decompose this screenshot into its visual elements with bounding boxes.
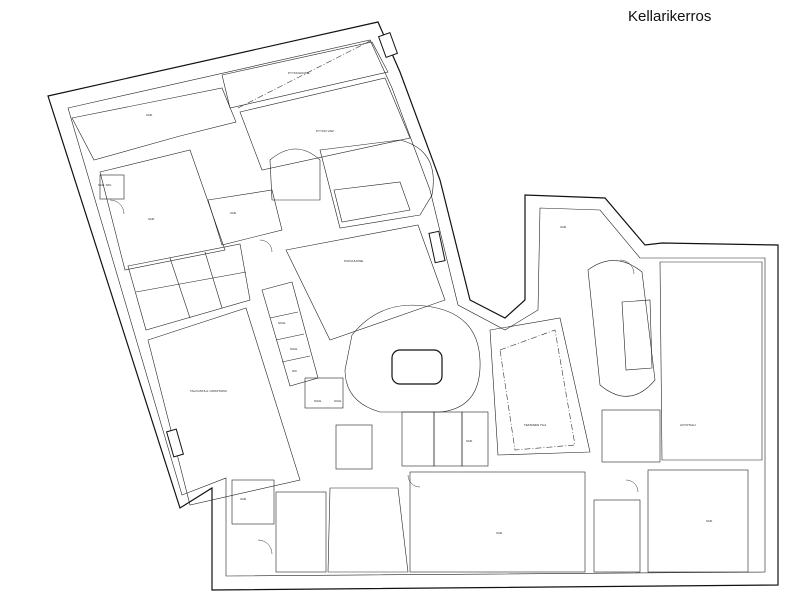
room-label-l12: SUIH.	[314, 399, 322, 403]
room-label-l2: PYYKKI VAR.	[316, 129, 335, 133]
wall-lockers-divider-2	[169, 257, 191, 319]
wall-var-left	[71, 87, 237, 161]
wall-shower-booth-1	[304, 377, 344, 409]
wall-showers-divider-1	[269, 311, 299, 319]
room-label-l9: SUIH.	[278, 321, 286, 325]
wall-stair-flight	[333, 181, 411, 223]
wall-technical-room	[489, 317, 591, 456]
wall-var-corridor	[207, 189, 283, 246]
wall-small-rooms	[601, 409, 661, 463]
window-left	[165, 428, 185, 458]
room-label-l7: PUKUHUONE	[344, 259, 363, 263]
room-label-l20: VAR.	[240, 497, 247, 501]
wall-small-room	[99, 174, 125, 200]
room-label-l11: WC	[292, 369, 298, 373]
wall-var-room-2	[461, 411, 489, 467]
wall-var-room	[99, 149, 226, 271]
inner-wall	[67, 39, 766, 577]
room-label-l10: SUIH.	[290, 347, 298, 351]
wall-var-bottom-1	[231, 479, 275, 525]
wall-var-bottom-3	[647, 469, 749, 573]
wall-wc-3	[433, 411, 463, 467]
outer-wall	[47, 21, 779, 591]
wall-bottom-room	[275, 491, 327, 573]
dash-line-top	[237, 39, 373, 109]
stair-well	[391, 349, 443, 385]
room-label-l8: TALOUSTILA / MONITOIMI	[190, 389, 227, 393]
window-right-1	[428, 230, 446, 264]
floor-plan-title: Kellarikerros	[628, 8, 712, 25]
wall-big-hall	[147, 307, 301, 506]
door-5	[407, 474, 421, 488]
wall-var-bottom-2	[593, 499, 641, 573]
door-3	[619, 259, 635, 275]
wall-garage	[659, 261, 763, 461]
wall-changing-room	[285, 224, 446, 341]
door-1	[109, 199, 125, 215]
wall-showers-divider-3	[281, 355, 311, 363]
door-6	[625, 479, 639, 493]
wall-spiral-stair	[344, 304, 481, 413]
window-top	[377, 31, 399, 59]
wall-right-stair	[587, 260, 656, 397]
room-label-l1: PYYKKIHUONE	[288, 71, 310, 75]
wall-lobby	[327, 487, 409, 573]
room-label-l4: VAR. SIIV.	[98, 183, 112, 187]
room-label-l13: SUIH.	[334, 399, 342, 403]
room-label-l14: VAR.	[466, 439, 473, 443]
wall-stair-flight-right	[621, 299, 653, 371]
wall-wc-1	[335, 424, 373, 470]
room-label-l17: AUTOTALLI	[680, 423, 696, 427]
wall-laundry-var	[239, 77, 411, 171]
wall-lockers	[127, 243, 251, 331]
wall-showers-divider-2	[275, 333, 305, 341]
wall-laundry	[221, 41, 389, 109]
room-label-l3: VAR.	[146, 113, 153, 117]
wall-lockers-divider-1	[135, 271, 247, 293]
door-2	[259, 239, 273, 253]
room-label-l16: VAR.	[560, 225, 567, 229]
wall-stair-top	[319, 139, 434, 229]
room-label-l19: VAR.	[706, 519, 713, 523]
wall-lockers-divider-3	[204, 251, 223, 309]
wall-big-var	[409, 471, 586, 573]
door-4	[257, 539, 273, 555]
room-label-l15: TEKNINEN TILA	[524, 423, 546, 427]
room-label-l18: VAR.	[496, 531, 503, 535]
room-label-l6: VAR.	[230, 211, 237, 215]
room-label-l5: VAR.	[148, 217, 155, 221]
wall-wc-2	[401, 411, 435, 467]
dash-technical-room	[499, 329, 576, 451]
wall-round-stair	[269, 148, 321, 201]
